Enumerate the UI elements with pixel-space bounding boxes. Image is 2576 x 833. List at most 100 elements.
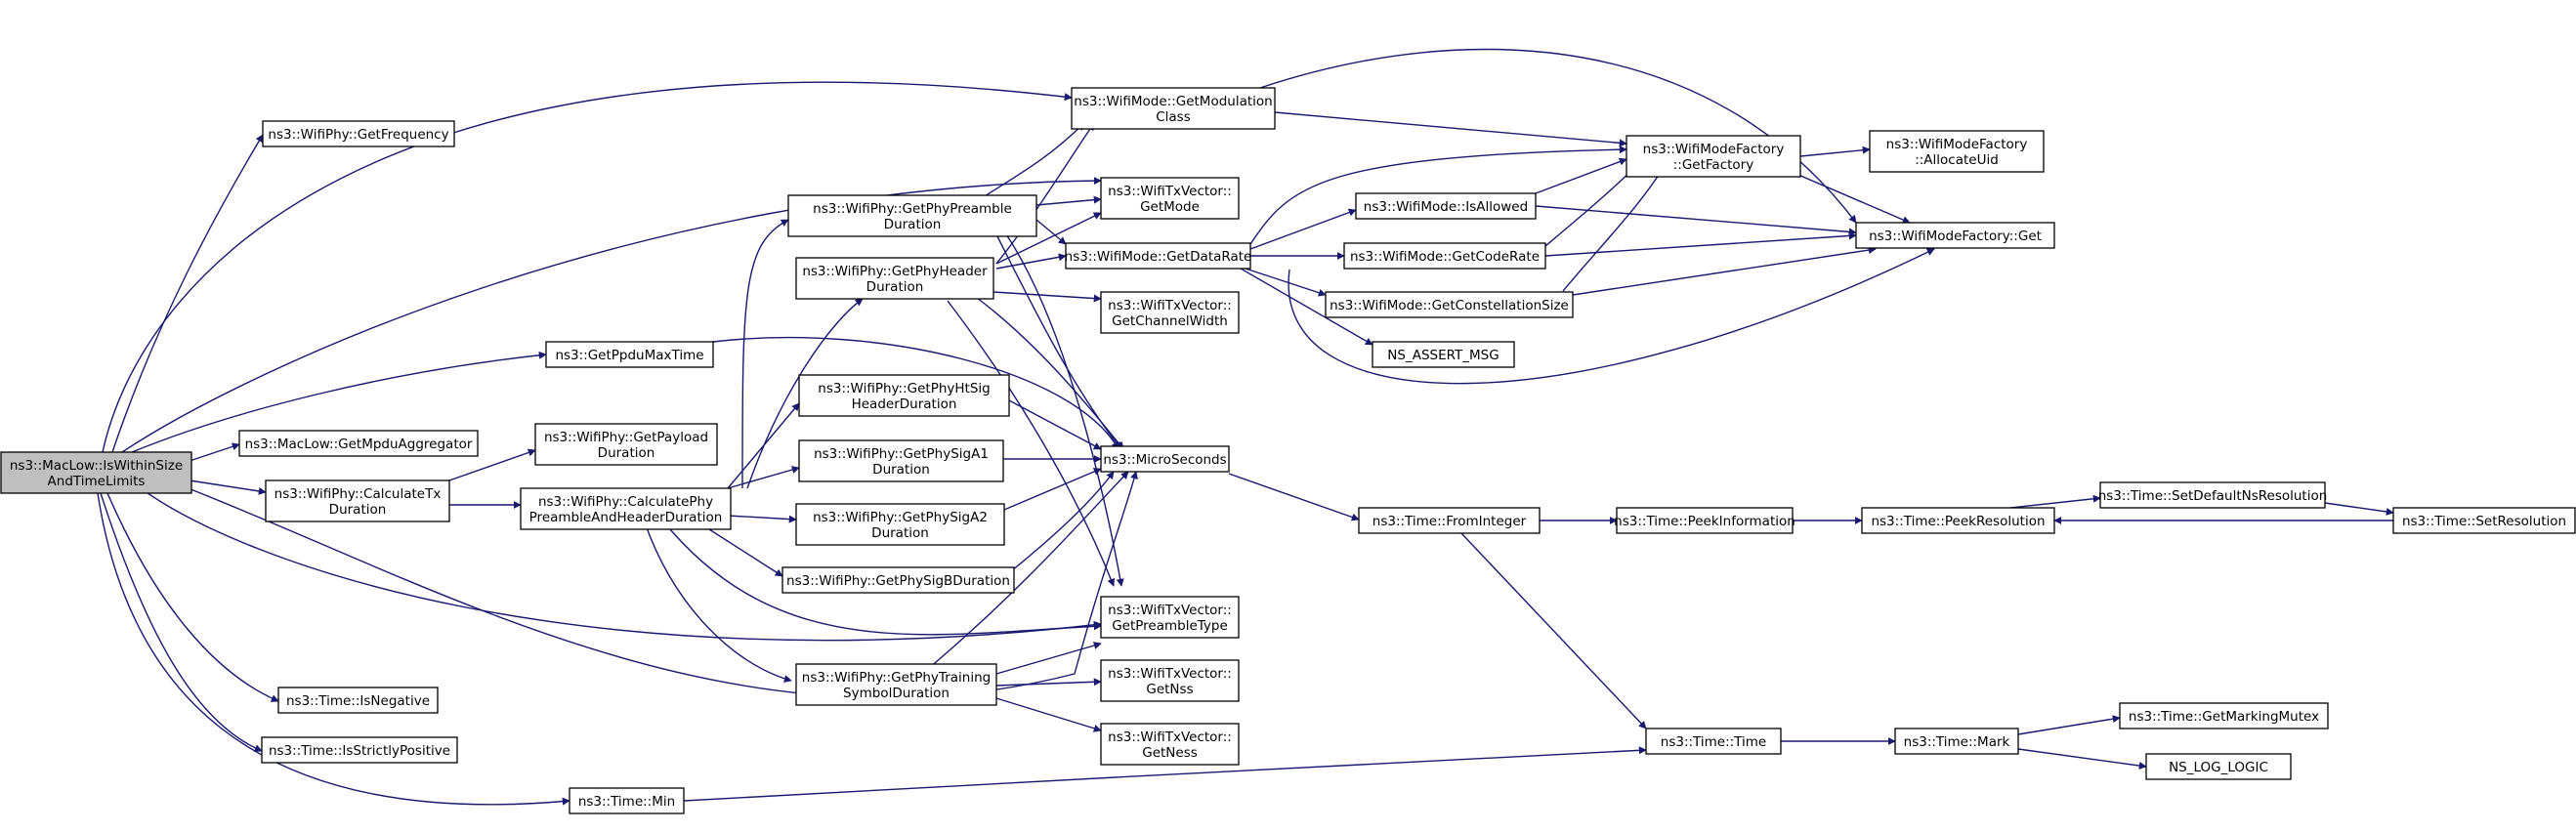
node-label: ns3::WifiMode::GetCodeRate [1350,249,1540,265]
node-getfrequency[interactable]: ns3::WifiPhy::GetFrequency [262,120,455,147]
node-isstrictly[interactable]: ns3::Time::IsStrictlyPositive [261,736,458,764]
node-box [1358,507,1541,534]
node-timemin[interactable]: ns3::Time::Min [569,787,685,814]
node-getcoderate[interactable]: ns3::WifiMode::GetCodeRate [1343,242,1546,270]
node-peekinfo[interactable]: ns3::Time::PeekInformation [1614,507,1795,534]
node-label: ns3::Time::GetMarkingMutex [2129,709,2319,725]
node-box [534,423,718,466]
node-label: NS_ASSERT_MSG [1387,348,1499,363]
edge-setdefault-setres [2324,502,2394,516]
node-box [2392,507,2576,534]
edge-calcphy-getpreamble [741,219,789,489]
node-fromint[interactable]: ns3::Time::FromInteger [1358,507,1541,534]
node-timetime[interactable]: ns3::Time::Time [1645,728,1782,755]
node-txgetmode[interactable]: ns3::WifiTxVector::GetMode [1100,177,1240,220]
node-label: ns3::Time::SetDefaultNsResolution [2098,488,2328,504]
edge-root-getaggregator [189,442,240,462]
node-getmarking[interactable]: ns3::Time::GetMarkingMutex [2119,702,2329,729]
node-getfactory[interactable]: ns3::WifiModeFactory::GetFactory [1626,135,1801,178]
node-getconstellation[interactable]: ns3::WifiMode::GetConstellationSize [1325,291,1574,318]
edge-calcphy-getpreambletype [663,521,1102,636]
node-label: ns3::Time::PeekInformation [1614,514,1795,529]
node-getnss[interactable]: ns3::WifiTxVector::GetNss [1100,659,1240,702]
edge-calcphy-gethtsig [727,402,800,489]
node-label: ns3::MacLow::GetMpduAggregator [245,437,473,452]
edge-getfactory-allocateuid [1799,146,1871,157]
edge-calcphy-getsigb [697,521,783,577]
node-getdatarate[interactable]: ns3::WifiMode::GetDataRate [1065,242,1252,270]
node-getchannelwidth[interactable]: ns3::WifiTxVector::GetChannelWidth [1100,291,1240,334]
node-label: ns3::WifiMode::GetConstellationSize [1330,298,1569,313]
node-box [569,787,685,814]
node-setres[interactable]: ns3::Time::SetResolution [2392,507,2576,534]
node-isnegative[interactable]: ns3::Time::IsNegative [277,687,439,714]
edge-mark-getmarking [2017,715,2121,735]
edge-getpreamble-txgetmode [1035,195,1102,206]
node-label: Duration [329,502,387,518]
node-getness[interactable]: ns3::WifiTxVector::GetNess [1100,723,1240,766]
node-label: Duration [598,445,655,461]
node-setdefault[interactable]: ns3::Time::SetDefaultNsResolution [2098,481,2328,509]
edge-gethtsig-microseconds [1008,399,1102,450]
node-box [261,736,458,764]
node-box [0,451,192,494]
node-label: ns3::Time::SetResolution [2402,514,2566,529]
node-nsassert[interactable]: NS_ASSERT_MSG [1372,341,1515,368]
node-box [1071,87,1276,130]
node-label: GetChannelWidth [1112,313,1228,329]
node-box [1616,507,1794,534]
edge-getpreamble-getdatarate [1035,219,1067,245]
node-box [1855,222,2055,249]
node-box [1065,242,1251,270]
edge-getheader-txgetmode [995,212,1102,265]
node-label: GetNess [1142,745,1198,761]
edge-getsigb-microseconds [1010,471,1115,572]
node-label: ns3::WifiMode::GetDataRate [1065,249,1252,265]
edge-getdatarate-isallowed [1249,208,1357,250]
node-allocateuid[interactable]: ns3::WifiModeFactory::AllocateUid [1869,130,2045,173]
nodes: ns3::MacLow::IsWithinSizeAndTimeLimitsns… [0,87,2576,814]
node-isallowed[interactable]: ns3::WifiMode::IsAllowed [1355,192,1537,220]
node-label: ns3::WifiPhy::GetPhySigA2 [813,510,988,525]
node-box [2119,702,2329,729]
edge-getdatarate-getfactory [1249,146,1627,245]
node-box [1325,291,1574,318]
node-label: GetMode [1140,199,1200,215]
node-gettraining[interactable]: ns3::WifiPhy::GetPhyTrainingSymbolDurati… [795,663,997,706]
node-label: ns3::WifiTxVector:: [1108,298,1232,313]
edge-getdatarate-factoryget [1288,248,1935,385]
edge-root-calctx [189,479,267,495]
node-nslog[interactable]: NS_LOG_LOGIC [2145,753,2292,780]
edge-getheader-getmodulation [995,122,1095,265]
edge-calcphy-gettraining [644,521,792,683]
node-getppdu[interactable]: ns3::GetPpduMaxTime [545,341,714,368]
node-getaggregator[interactable]: ns3::MacLow::GetMpduAggregator [238,430,479,457]
node-label: PreambleAndHeaderDuration [529,510,723,525]
node-getpreambletype[interactable]: ns3::WifiTxVector::GetPreambleType [1100,596,1240,639]
node-label: ns3::Time::IsStrictlyPositive [269,743,450,759]
node-getsigb[interactable]: ns3::WifiPhy::GetPhySigBDuration [781,566,1015,594]
node-label: ns3::WifiTxVector:: [1108,603,1232,618]
node-mark[interactable]: ns3::Time::Mark [1894,728,2019,755]
edge-getdatarate-getconstellation [1245,268,1327,297]
node-peekres[interactable]: ns3::Time::PeekResolution [1861,507,2055,534]
node-label: ns3::WifiModeFactory [1643,142,1785,157]
node-label: ns3::WifiPhy::GetPhySigBDuration [786,573,1010,589]
edge-root-getpreambletype [136,484,1102,642]
node-factoryget[interactable]: ns3::WifiModeFactory::Get [1855,222,2055,249]
node-label: ns3::WifiPhy::GetPhySigA1 [814,446,989,462]
node-label: GetNss [1146,682,1193,697]
node-label: GetPreambleType [1112,618,1228,634]
node-microseconds[interactable]: ns3::MicroSeconds [1100,445,1230,473]
node-box [1645,728,1782,755]
node-calcphy[interactable]: ns3::WifiPhy::CalculatePhyPreambleAndHea… [520,487,732,530]
